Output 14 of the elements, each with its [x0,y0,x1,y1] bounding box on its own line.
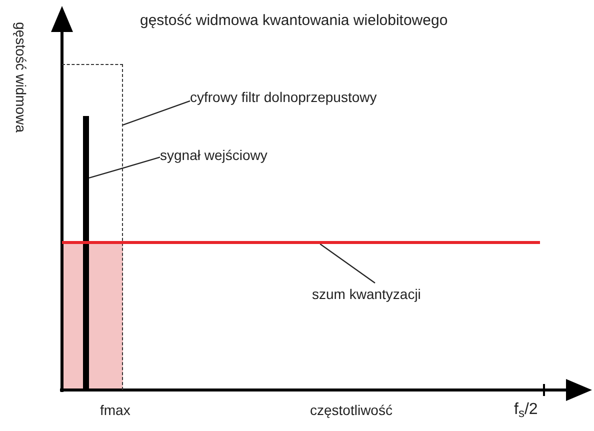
leader-line [122,100,190,126]
axis-label: częstotliwość [310,401,392,420]
axis-label: f$_{s}$/2 [514,400,538,422]
filter-outline [62,64,123,390]
annotation-text: sygnał wejściowy [160,144,300,166]
signal-bar [83,116,89,391]
leader-line [320,244,376,284]
annotation-text: szum kwantyzacji [312,283,462,305]
chart-title: gęstość widmowa kwantowania wielobitowego [140,11,448,31]
noise-line [62,241,540,244]
axis-label: gęstość widmowa [12,22,30,132]
annotation-text: cyfrowy filtr dolnoprzepustowy [190,86,420,108]
leader-line [88,156,160,179]
axis-label: fmax [100,401,130,420]
